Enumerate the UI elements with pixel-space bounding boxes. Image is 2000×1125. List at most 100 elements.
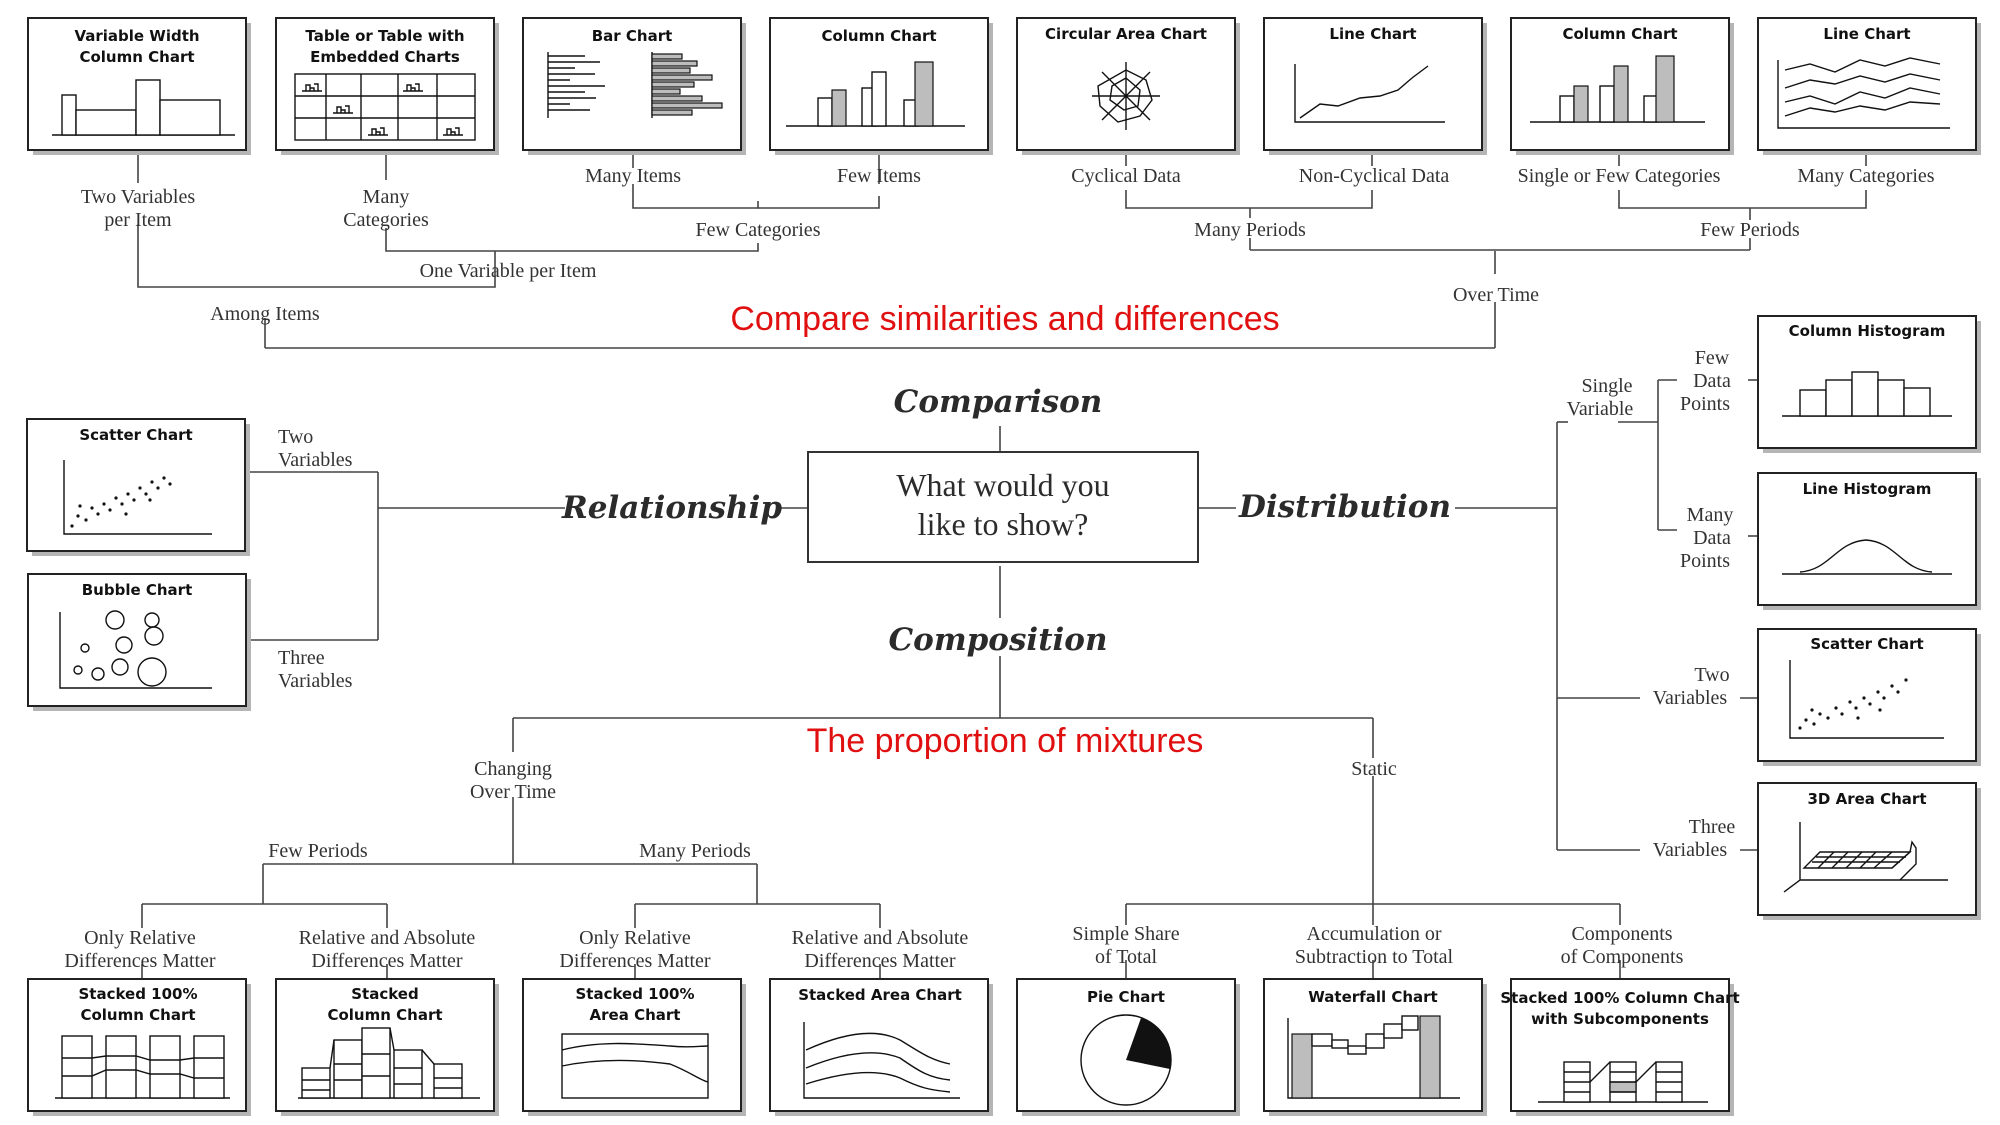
chart-box-stacked-column: Stacked Column Chart [275,978,499,1116]
chart-title-line-2: Area Chart [590,1006,681,1024]
label-only-relative-2a: Only Relative [579,927,691,949]
chart-title-line-1: Column Histogram [1789,322,1946,340]
label-only-relative-2b: Differences Matter [559,950,711,972]
label-rel-two-variables-1: Two [278,426,313,448]
label-dist-three-variables-2: Variables [1653,839,1728,861]
chart-box-stacked100-subcomponents: Stacked 100% Column Chart with Subcompon… [1500,978,1740,1116]
label-few-data-points-1: Few [1695,347,1730,369]
label-few-categories: Few Categories [696,219,821,241]
label-rel-three-variables-2: Variables [278,670,353,692]
chart-title-line-1: Line Histogram [1803,480,1932,498]
chart-title-line-1: Stacked 100% [575,985,694,1003]
chart-box-circular-area: Circular Area Chart [1016,17,1240,155]
chart-title-line-2: with Subcomponents [1531,1010,1709,1028]
label-cyclical-data: Cyclical Data [1071,165,1181,187]
scatter-icon [63,460,212,535]
relationship-labels: Two Variables Three Variables [278,426,353,692]
label-many-data-points-1: Many [1687,504,1734,526]
chart-box-3d-area: 3D Area Chart [1757,782,1981,920]
label-comp-few-periods: Few Periods [268,840,368,862]
label-one-variable-per-item: One Variable per Item [420,260,597,282]
label-simple-share-2: of Total [1095,946,1158,968]
chart-title-line-1: Waterfall Chart [1308,988,1437,1006]
chart-box-scatter-distribution: Scatter Chart [1757,628,1981,766]
label-simple-share-1: Simple Share [1072,923,1179,945]
label-dist-three-variables-1: Three [1689,816,1736,838]
bell-curve-icon [1782,539,1952,575]
category-composition: Composition [888,622,1107,658]
chart-title-line-1: Line Chart [1329,25,1416,43]
label-single-variable-2: Variable [1567,398,1634,420]
stacked-subcomponents-icon [1538,1061,1708,1103]
comparison-labels: Among Items Over Time Two Variables per … [81,165,1935,325]
chart-box-bubble: Bubble Chart [27,573,251,711]
label-single-or-few-categories: Single or Few Categories [1518,165,1721,187]
line-chart-icon [1294,64,1445,123]
label-only-relative-1a: Only Relative [84,927,196,949]
label-accumulation-2: Subtraction to Total [1295,946,1454,968]
chart-box-column-chart-1: Column Chart [769,17,993,155]
chart-title-line-2: Embedded Charts [310,48,460,66]
label-many-items: Many Items [585,165,681,187]
label-static: Static [1351,758,1397,780]
chart-title-line-1: Line Chart [1823,25,1910,43]
label-few-data-points-3: Points [1680,393,1730,415]
label-accumulation-1: Accumulation or [1307,923,1442,945]
chart-box-bar-chart: Bar Chart [522,17,746,155]
stacked-100-column-icon [55,1035,230,1099]
label-single-variable-1: Single [1581,375,1632,397]
category-comparison: Comparison [894,384,1103,420]
label-many-categories-time: Many Categories [1797,165,1934,187]
label-relative-absolute-1a: Relative and Absolute [299,927,476,949]
label-many-data-points-2: Data [1693,527,1731,549]
label-many-categories-1: Many [363,186,410,208]
column-chart-icon [786,61,965,127]
category-distribution: Distribution [1238,489,1451,525]
chart-box-stacked100-column: Stacked 100% Column Chart [27,978,251,1116]
label-many-periods: Many Periods [1194,219,1306,241]
label-two-variables-per-item-2: per Item [104,209,172,231]
3d-area-icon [1783,822,1948,893]
chart-title-line-1: Circular Area Chart [1045,25,1207,43]
chart-title-line-2: Column Chart [327,1006,442,1024]
chart-title-line-1: Bar Chart [592,27,673,45]
label-few-data-points-2: Data [1693,370,1731,392]
category-relationship: Relationship [561,490,782,526]
label-few-periods: Few Periods [1700,219,1800,241]
chart-title-line-2: Column Chart [80,1006,195,1024]
label-over-time: Over Time [1453,284,1539,306]
label-few-items: Few Items [837,165,921,187]
label-relative-absolute-1b: Differences Matter [311,950,463,972]
label-components-2: of Components [1561,946,1684,968]
column-histogram-icon [1782,371,1952,417]
chart-title-line-2: Column Chart [79,48,194,66]
chart-title-line-1: Stacked Area Chart [798,986,962,1004]
column-chart-icon [1530,55,1705,123]
label-relative-absolute-2b: Differences Matter [804,950,956,972]
chart-box-line-histogram: Line Histogram [1757,472,1981,610]
stacked-area-icon [803,1022,960,1099]
chart-box-stacked100-area: Stacked 100% Area Chart [522,978,746,1116]
label-two-variables-per-item-1: Two Variables [81,186,196,208]
bar-chart-icon [547,52,723,118]
center-question-line-1: What would you [896,467,1109,503]
label-rel-two-variables-2: Variables [278,449,353,471]
label-dist-two-variables-1: Two [1694,664,1729,686]
stacked-100-area-icon [561,1033,709,1099]
center-question-line-2: like to show? [918,506,1089,542]
label-many-data-points-3: Points [1680,550,1730,572]
label-among-items: Among Items [210,303,320,325]
chart-title-line-1: Scatter Chart [79,426,192,444]
comparison-note: Compare similarities and differences [730,300,1279,338]
chart-title-line-1: Scatter Chart [1810,635,1923,653]
label-comp-many-periods: Many Periods [639,840,751,862]
chart-box-column-histogram: Column Histogram [1757,315,1981,453]
chart-title-line-1: Stacked [351,985,418,1003]
chart-title-line-1: Pie Chart [1087,988,1165,1006]
label-relative-absolute-2a: Relative and Absolute [792,927,969,949]
label-changing-over-time-2: Over Time [470,781,556,803]
table-grid-icon [294,73,476,141]
label-rel-three-variables-1: Three [278,647,325,669]
center-question-box: What would you like to show? [807,451,1199,563]
